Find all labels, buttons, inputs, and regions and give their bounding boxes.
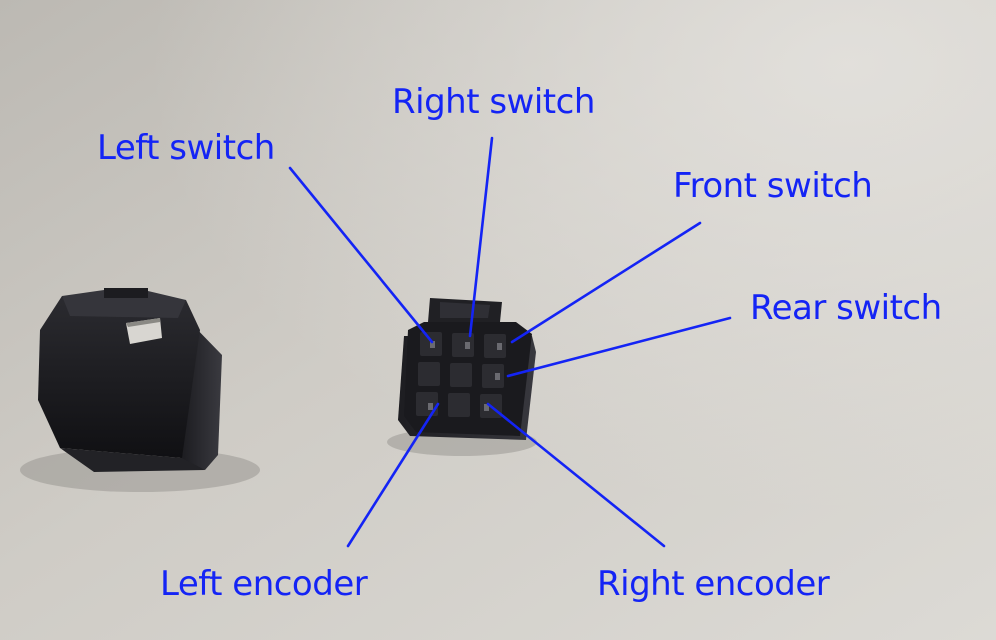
housing-top-tab-slot [440,302,490,318]
cap-top-tab [104,288,148,298]
pointer-front-switch [510,221,702,344]
housing-pin-cavity [448,393,470,417]
housing-pin-cavity [452,333,474,357]
label-rear-switch: Rear switch [750,288,942,328]
housing-pin-contact [495,373,500,380]
housing-pin-contact [430,341,435,348]
housing-pin-cavity [418,362,440,386]
pointer-left-switch [288,166,434,344]
label-left-encoder: Left encoder [160,564,368,604]
label-right-encoder: Right encoder [597,564,830,604]
housing-pin-cavity [484,334,506,358]
housing-pin-cavity [482,364,504,388]
label-front-switch: Front switch [673,166,873,206]
label-left-switch: Left switch [97,128,275,168]
housing-pin-contact [428,403,433,410]
annotation-lines [288,136,732,548]
pointer-right-switch [468,136,494,338]
housing-pin-cavity [416,392,438,416]
label-right-switch: Right switch [392,82,595,122]
pointer-rear-switch [506,316,732,378]
cap-top-rim [62,290,186,318]
housing-pin-contact [465,342,470,349]
cap-latch-edge [126,318,160,327]
cap-bottom-face [60,448,205,472]
connector-cap [38,288,222,472]
pointer-left-encoder [346,402,440,548]
cap-front-face [38,296,200,458]
housing-pin-contact [497,343,502,350]
housing-pin-contact [484,404,489,411]
housing-pin-cavity [450,363,472,387]
pointer-right-encoder [486,402,666,548]
